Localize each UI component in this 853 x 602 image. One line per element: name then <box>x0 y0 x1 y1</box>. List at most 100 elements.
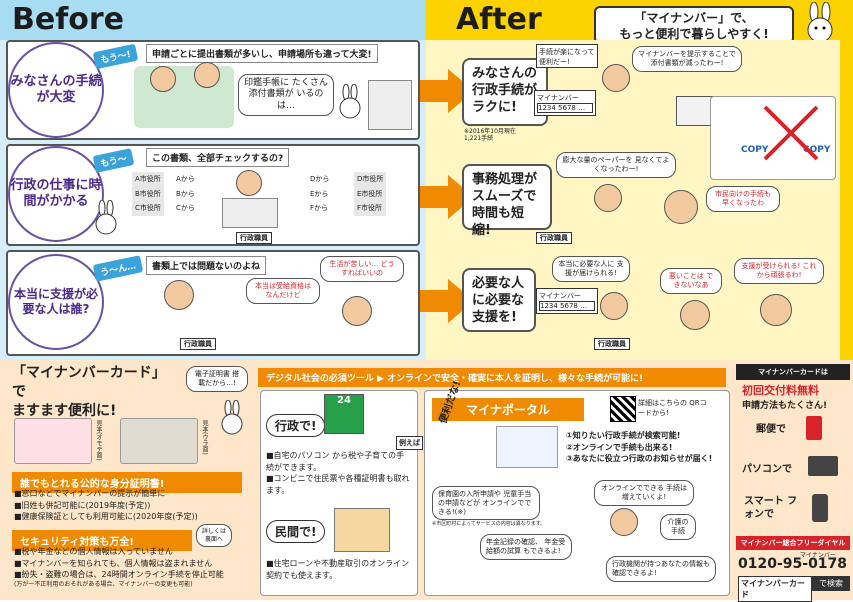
side-apply: 申請方法もたくさん! <box>742 401 828 411</box>
method-smartphone: スマート フォンで <box>744 496 798 520</box>
row2-offices-mid2: Dから Eから Fから <box>310 175 330 213</box>
bunny-icon <box>95 200 117 235</box>
cert-bubble: 電子証明書 搭載だから…! <box>186 366 248 392</box>
portal-b3: 介護の 手続 <box>660 514 696 540</box>
minkan-title: 民間で! <box>266 520 326 543</box>
person-icon <box>236 170 262 196</box>
row2-offices-right: D市役所 E市役所 F市役所 <box>354 172 387 217</box>
row1-documents <box>368 80 412 130</box>
person-icon <box>610 508 638 536</box>
copy-label: COPY <box>803 145 831 155</box>
security-note: 詳しくは 裏面へ <box>196 524 232 547</box>
mynumber-card: マイナンバー 1234 5678 … <box>536 288 598 314</box>
row3-after-bubble3: 支援が受けられる! これから頑張るわ! <box>734 258 824 284</box>
qr-code-icon[interactable] <box>610 396 636 422</box>
row3-staff-label: 行政職員 <box>180 338 216 350</box>
before-header <box>0 0 426 40</box>
gyosei-title: 行政で! <box>266 414 326 437</box>
method-pc: パソコンで <box>742 464 792 475</box>
gyosei-list: ■自宅のパソコン から税や子育ての手続ができます。 ■コンビニで住民票や各種証明… <box>266 451 410 495</box>
dial-label: マイナンバー総合フリーダイヤル <box>736 536 850 550</box>
card-title-line1: 「マイナンバーカード」で <box>12 365 166 400</box>
dial-sub: マイナンバー <box>800 552 836 559</box>
row3-after-bubble2: 悪いことは できないなあ <box>660 268 722 294</box>
portal-qr-text: 詳細はこちらの QRコードから! <box>638 399 707 417</box>
paper-stack <box>222 198 278 228</box>
portal-title: マイナポータル <box>432 398 584 421</box>
row2-note: この書類、全部チェックするの? <box>146 148 290 167</box>
card-label: マイナンバー <box>537 94 579 102</box>
search-box[interactable]: マイナンバーカード <box>738 576 812 602</box>
row2-offices-left: A市役所 B市役所 C市役所 <box>132 172 164 217</box>
id-header: 誰でもとれる公的な身分証明書! <box>12 472 242 493</box>
bunny-icon <box>221 400 243 435</box>
smartphone-icon <box>812 494 828 522</box>
person-icon <box>664 190 698 224</box>
row1-after-bubble2: マイナンバーを提示することで 添付書類が減ったわー! <box>632 46 742 72</box>
row1-note: 申請ごとに提出書類が多いし、申請場所も違って大変! <box>146 44 378 63</box>
security-list: ■税や年金などの個人情報は入っていません ■マイナンバーを知られても、個人情報は… <box>14 547 224 588</box>
row3-after-title: 必要な人に必要な支援を! <box>462 268 536 332</box>
house-icon <box>334 508 390 552</box>
row3-bubble2: 生活が苦しい… どうすればいいの <box>320 256 404 282</box>
bunny-mascot-icon <box>807 2 833 43</box>
row3-circle: 本当に支援が必要な人は誰? <box>8 254 104 350</box>
minkan-list: ■住宅ローンや不動産取引のオンライン契約でも使えます。 <box>266 559 410 580</box>
slogan-box: 「マイナンバー」で、 もっと便利で暮らしやすく! <box>594 6 794 44</box>
card-number: 1234 5678 … <box>539 301 595 311</box>
person-icon <box>760 294 792 326</box>
card-front-label: 見本(オモテ面) <box>95 420 102 461</box>
cross-icon <box>763 105 819 161</box>
dial-number[interactable]: 0120-95-0178 <box>738 556 848 572</box>
person-icon <box>680 300 710 330</box>
card-front-sample <box>14 418 92 464</box>
row3-note: 書類上では問題ないのよね <box>146 256 267 275</box>
card-number: 1234 5678 … <box>537 103 593 113</box>
row1-after-bubble1: 手続が楽になって 便利だー! <box>536 44 598 68</box>
security-header: セキュリティ対策も万全! <box>12 530 192 551</box>
copy-label: COPY <box>741 145 769 155</box>
row1-bubble: 印鑑手帳に たくさん添付書類が いるのは… <box>238 74 334 116</box>
row2-after-bubble2: 市民向けの手続も 早くなったわ <box>706 186 780 212</box>
person-icon <box>602 64 630 92</box>
row2-after-title: 事務処理がスムーズで時間も短縮! <box>462 164 552 238</box>
before-title: Before <box>12 2 125 37</box>
portal-list: ①知りたい行政手続が検索可能! ②オンラインで手続も出来る! ③あなたに役立つ行… <box>566 431 713 464</box>
portal-b1-note: ※市区町村によってサービスの内容は異なります。 <box>432 521 546 527</box>
row1-circle: みなさんの手続が大変 <box>8 42 104 138</box>
search-button[interactable]: で検索 <box>812 576 850 591</box>
card-back-sample <box>120 418 198 464</box>
rei-label: 例えば <box>396 436 423 450</box>
person-icon <box>600 292 628 320</box>
bunny-icon <box>339 84 361 119</box>
row3-after-bubble1: 本当に必要な人に 支援が届けられる! <box>552 256 630 282</box>
slogan-line1: 「マイナンバー」で、 <box>634 11 754 25</box>
digital-banner: デジタル社会の必須ツール ▶ オンラインで安全・確実に本人を証明し、様々な手続が… <box>258 368 726 387</box>
store-sign: 24 <box>337 395 351 406</box>
convenience-store-icon: 24 <box>324 394 364 434</box>
laptop-icon <box>808 456 838 476</box>
person-icon <box>594 184 622 212</box>
card-title-line2: ますます便利に! <box>12 402 117 419</box>
side-free: 初回交付料無料 <box>742 384 819 397</box>
portal-b2: オンラインでできる 手続は増えていくよ! <box>594 480 694 506</box>
side-header: マイナンバーカードは <box>736 364 850 380</box>
mynumber-card: マイナンバー 1234 5678 … <box>534 90 596 116</box>
row2-offices-mid: Aから Bから Cから <box>176 175 195 213</box>
card-back-label: 見本(ウラ面) <box>201 420 208 455</box>
row3-after-staff: 行政職員 <box>594 338 630 350</box>
after-title: After <box>456 2 542 37</box>
row3-bubble1: 本当は受給資格は なんだけど <box>246 278 320 304</box>
copy-docs-panel: COPY COPY <box>710 96 836 180</box>
person-icon <box>164 280 194 310</box>
portal-b1: 保育園の入所申請や 児童手当の申請などが オンラインでできる!(※) <box>432 486 540 521</box>
mailbox-icon <box>806 416 822 440</box>
person-icon <box>150 66 176 92</box>
card-label: マイナンバー <box>539 292 581 300</box>
portal-b4: 年金記録の確認、 年金受給額の試算 もできるよ! <box>480 534 572 560</box>
row2-staff-label: 行政職員 <box>236 232 272 244</box>
printer-icon <box>676 96 716 126</box>
portal-screen <box>496 426 558 468</box>
row1-after-title: みなさんの行政手続がラクに! <box>462 58 548 126</box>
portal-b5: 行政機関が持つあなたの情報も 確認できるよ! <box>606 556 716 582</box>
